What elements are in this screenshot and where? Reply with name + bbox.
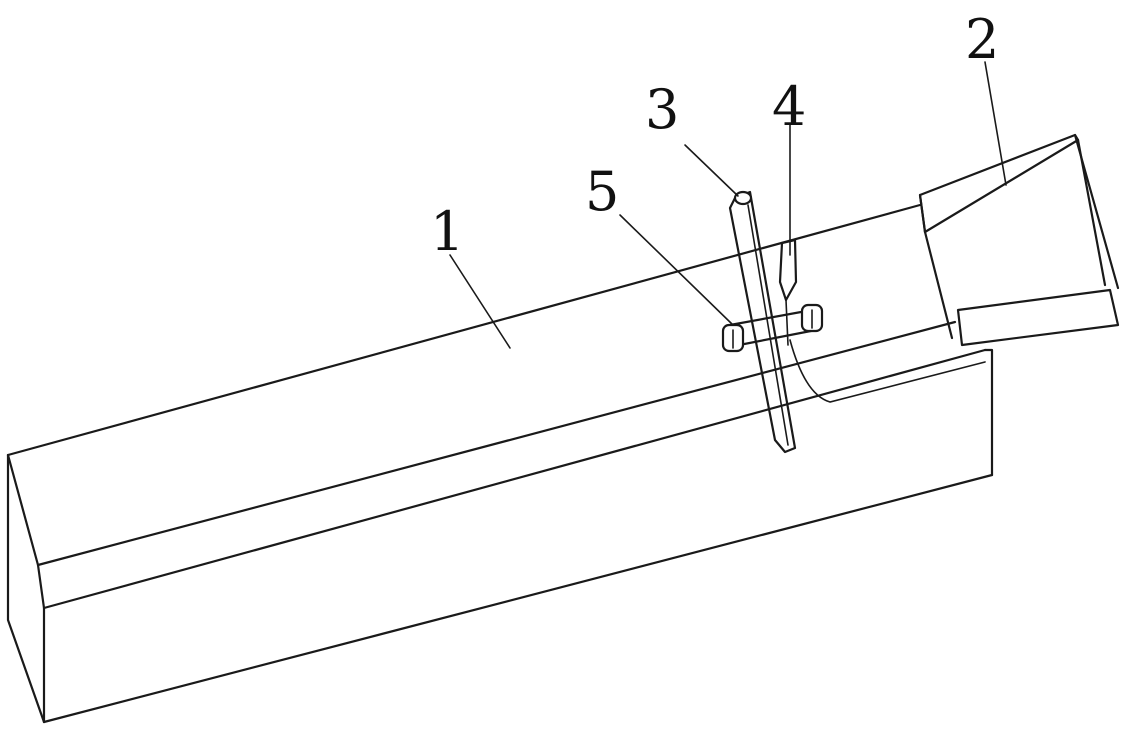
leader-lines [449,61,1007,349]
gate-plate-top-cap [733,190,753,206]
part-5-bolt [721,303,824,353]
trough-top-front-edge [6,203,922,457]
trough-channel-curve [789,339,986,403]
chute-upper-left [918,193,927,234]
trough-mid-edge [36,320,957,567]
part-1-trough [6,203,994,724]
trough-left-end [6,453,46,724]
label-part-4: 4 [772,75,806,138]
label-part-2: 2 [965,8,999,71]
part-2-chute [918,133,1120,347]
chute-left-side [923,230,954,340]
leader-5 [619,214,734,326]
chute-inner-rim [1076,138,1107,287]
trough-bottom-edge [42,473,994,724]
label-part-3: 3 [645,78,679,141]
trough-left-end-back [6,453,46,724]
leader-2 [984,61,1007,186]
trough-right-end [983,348,994,477]
guide-stem [785,299,789,346]
leader-1 [449,254,511,349]
label-part-5: 5 [585,160,619,223]
trough-lower-edge [42,348,987,610]
leader-3 [684,144,739,197]
label-part-1: 1 [430,200,464,263]
chute-top-face [918,133,1080,234]
guide-body [778,238,798,302]
chute-lip [956,288,1120,347]
gate-plate-inner-edge [747,204,789,446]
part-4-guide [778,238,798,346]
part-3-gate-plate [728,190,797,454]
gate-plate-outline [728,190,797,454]
